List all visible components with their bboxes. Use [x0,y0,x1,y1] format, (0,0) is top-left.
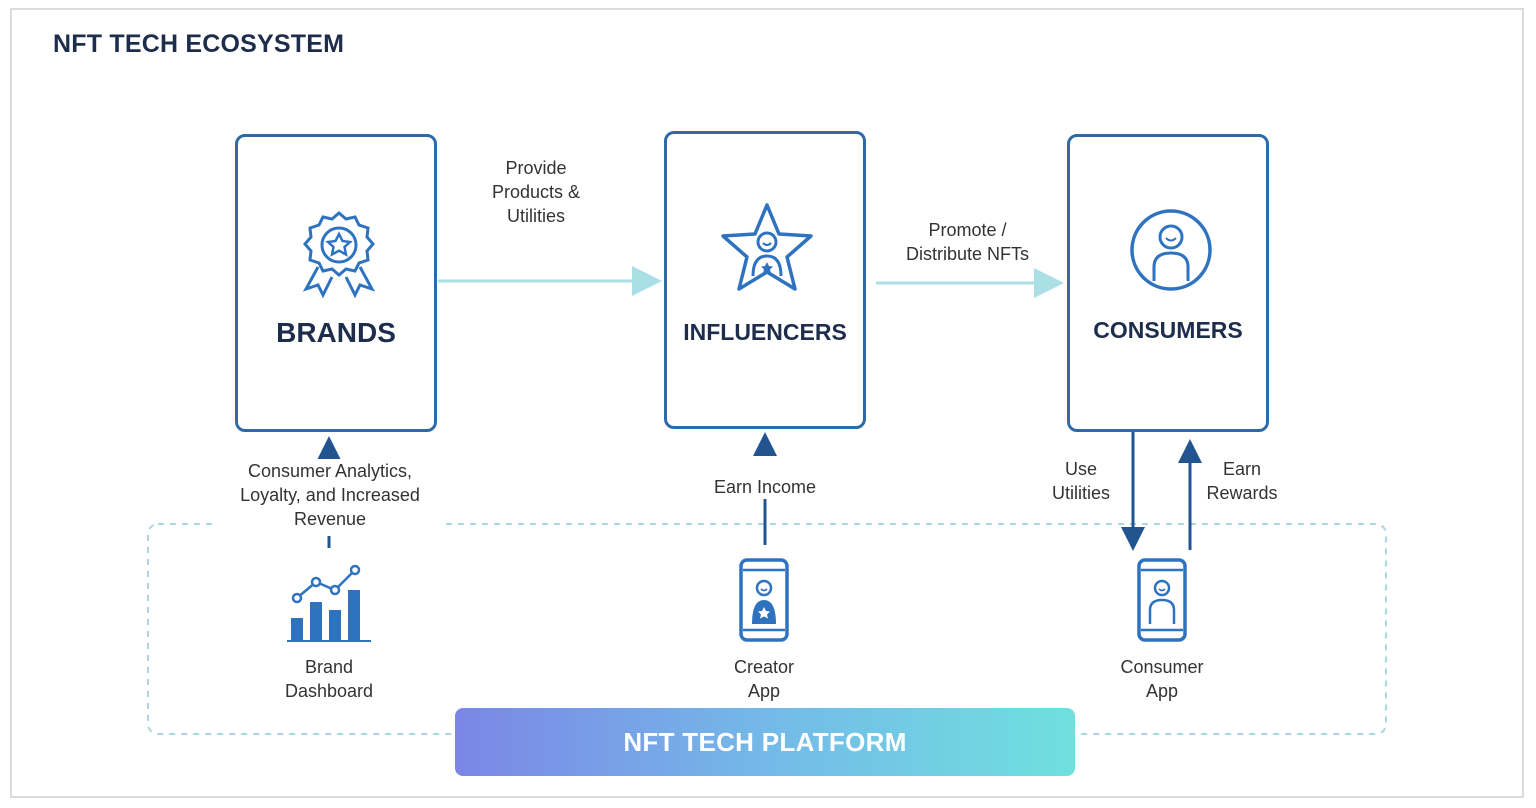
app-label-consumer-app: Consumer App [1120,657,1204,701]
consumers-card: CONSUMERS [1067,134,1269,432]
creator-phone-icon [739,558,789,642]
nft-tech-platform-banner: NFT TECH PLATFORM [455,708,1075,776]
edge-label-consumer-analytics: Consumer Analytics, Loyalty, and Increas… [214,459,446,531]
platform-label: NFT TECH PLATFORM [623,726,907,757]
influencers-card: INFLUENCERS [664,131,866,429]
consumer-phone-icon [1137,558,1187,642]
diagram-title: NFT TECH ECOSYSTEM [53,30,345,58]
edge-label-provide-products: Provide Products & Utilities [491,158,581,226]
app-label-creator-app: Creator App [733,657,795,701]
award-badge-icon [302,211,376,299]
edge-label-earn-rewards: Earn Rewards [1206,459,1278,503]
bar-chart-icon [287,564,371,642]
person-circle-icon [1130,209,1212,291]
edge-label-promote-distribute: Promote / Distribute NFTs [905,220,1030,264]
app-label-brand-dashboard: Brand Dashboard [284,657,374,701]
edge-label-use-utilities: Use Utilities [1051,459,1110,503]
edge-label-earn-income: Earn Income [695,475,835,499]
influencers-label: INFLUENCERS [683,319,847,345]
brands-card: BRANDS [235,134,437,432]
brands-label: BRANDS [276,317,396,348]
consumers-label: CONSUMERS [1093,317,1243,343]
star-person-icon [721,203,813,291]
